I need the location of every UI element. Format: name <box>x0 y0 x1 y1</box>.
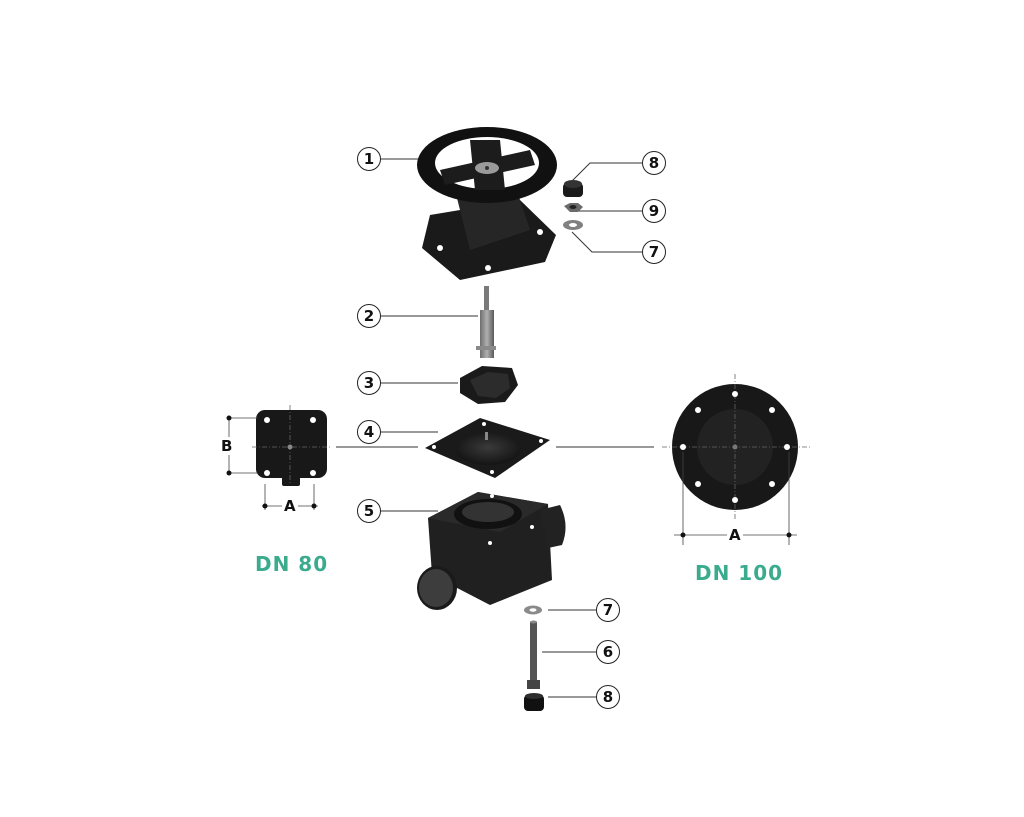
callout-8-top: 8 <box>642 151 666 175</box>
callout-6: 6 <box>596 640 620 664</box>
cap-nut-washer-top <box>563 180 583 230</box>
dn100-diaphragm-detail <box>662 374 812 545</box>
dn80-diaphragm-detail <box>226 405 331 510</box>
spindle-part <box>476 286 496 358</box>
callout-8-bottom: 8 <box>596 685 620 709</box>
callout-3: 3 <box>357 371 381 395</box>
callout-7-bottom: 7 <box>596 598 620 622</box>
valve-body-part <box>417 492 566 610</box>
dn100-dim-a: A <box>727 526 743 544</box>
callout-2: 2 <box>357 304 381 328</box>
handwheel-bonnet-part <box>417 127 557 280</box>
compressor-part <box>460 366 518 404</box>
diaphragm-part <box>425 418 550 478</box>
callout-4: 4 <box>357 420 381 444</box>
dn80-title: DN 80 <box>255 552 329 576</box>
leader-lines <box>336 158 654 698</box>
dn80-dim-a: A <box>282 497 298 515</box>
callout-1: 1 <box>357 147 381 171</box>
callout-9: 9 <box>642 199 666 223</box>
dn80-dim-b: B <box>219 437 235 455</box>
callout-7-top: 7 <box>642 240 666 264</box>
callout-5: 5 <box>357 499 381 523</box>
washer-bolt-cap-bottom <box>524 605 544 711</box>
dn100-title: DN 100 <box>695 561 784 585</box>
